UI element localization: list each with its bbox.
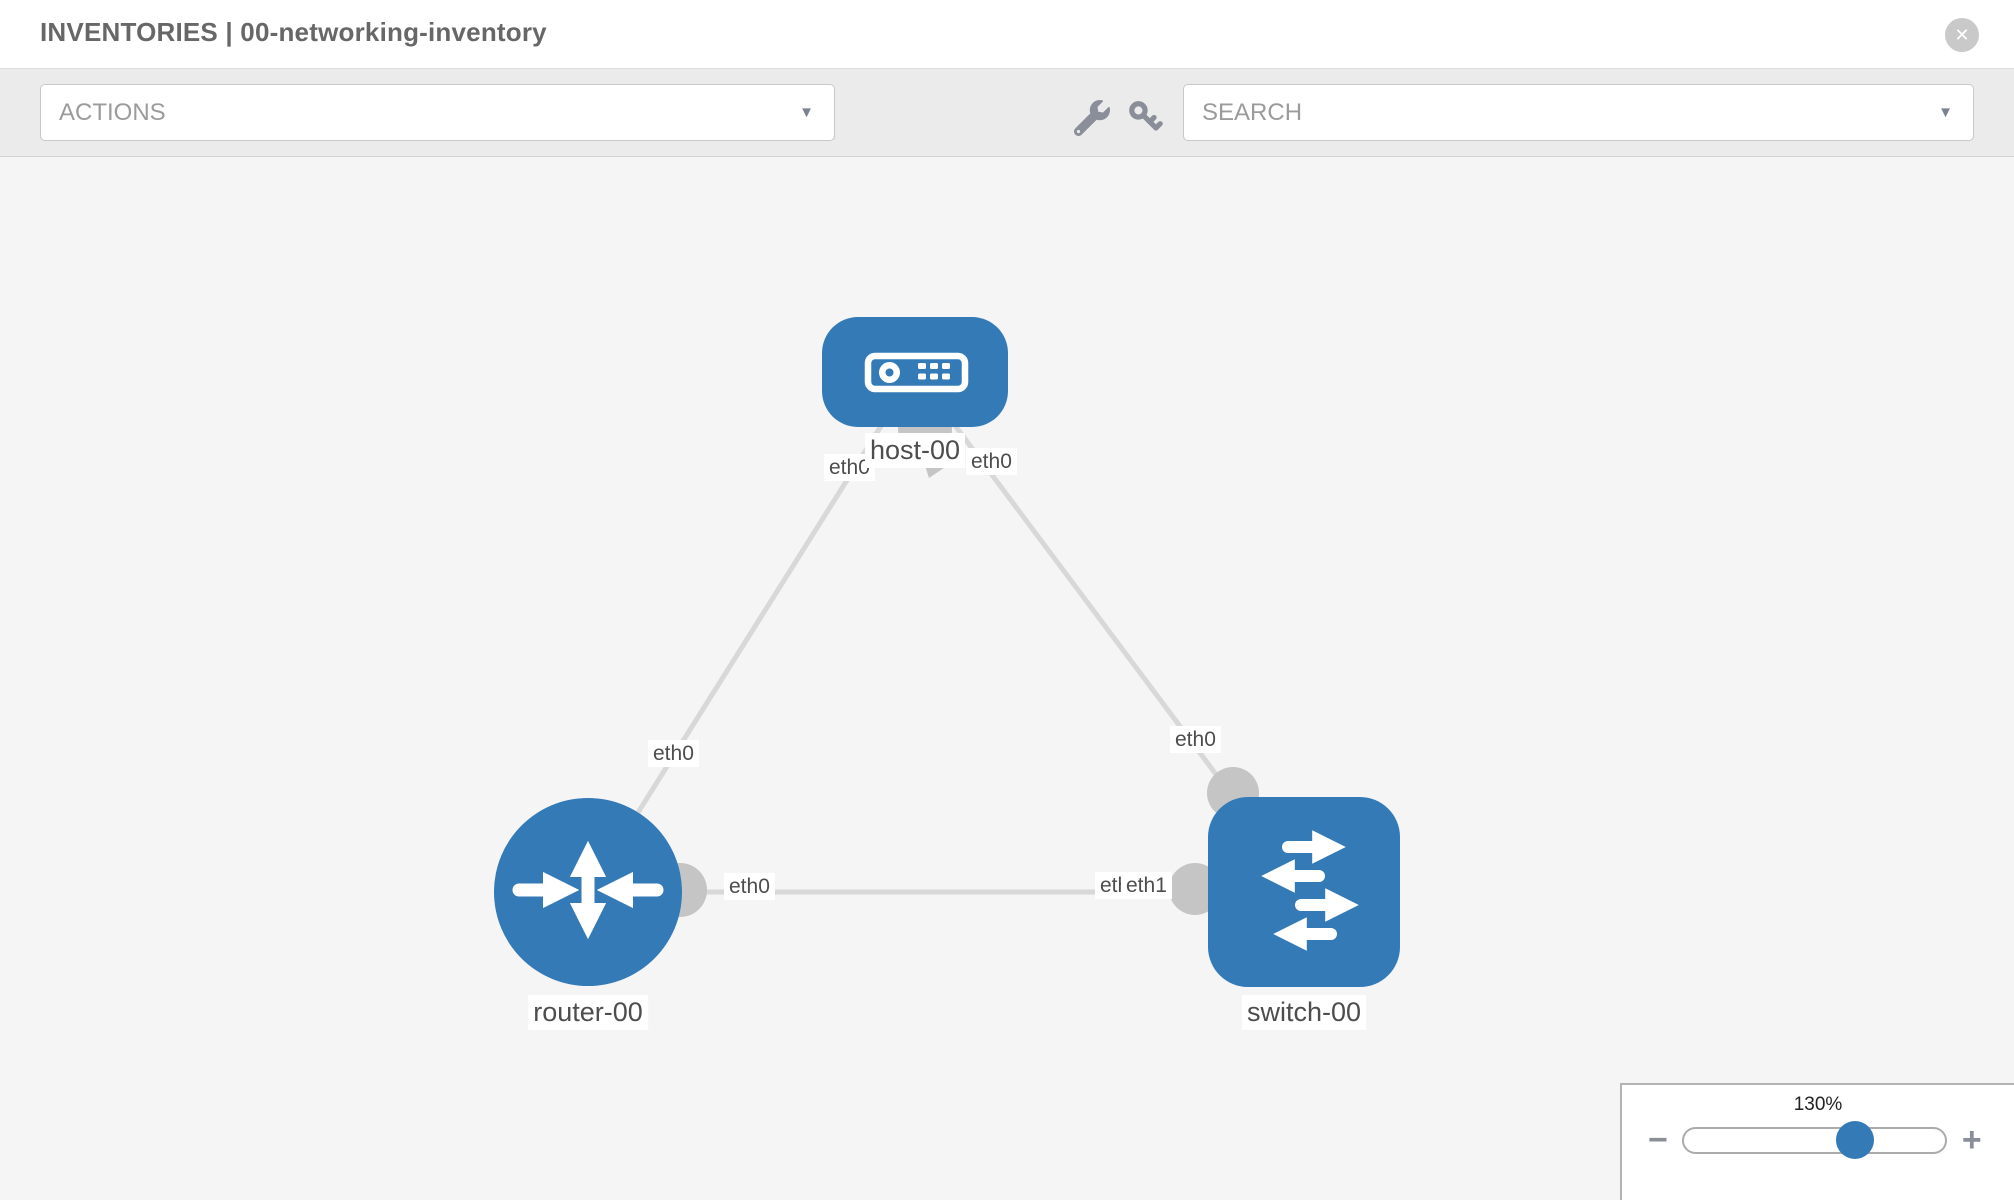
node-host-00[interactable] bbox=[822, 317, 1008, 427]
zoom-panel: 130% − + bbox=[1620, 1083, 2014, 1200]
zoom-level: 130% bbox=[1793, 1094, 1843, 1115]
zoom-slider-handle[interactable] bbox=[1835, 1120, 1874, 1159]
node-router-00[interactable] bbox=[494, 798, 682, 986]
wrench-icon[interactable] bbox=[1074, 100, 1110, 136]
interface-label-router-switch-switch-end-back: eth1 bbox=[1095, 872, 1124, 900]
switch-icon bbox=[1261, 830, 1359, 951]
zoom-in-button[interactable]: + bbox=[1961, 1121, 1982, 1159]
close-button[interactable]: ✕ bbox=[1945, 18, 1979, 52]
interface-label-host-switch-switch-end: eth0 bbox=[1170, 726, 1221, 754]
key-icon-shape bbox=[1129, 101, 1163, 131]
toolbar: ACTIONS ▼ SEARCH ▼ bbox=[0, 69, 2014, 157]
interface-label-router-switch-switch-end: eth1 bbox=[1121, 872, 1172, 900]
router-icon bbox=[512, 840, 664, 940]
close-icon: ✕ bbox=[1954, 25, 1970, 45]
wrench-icon-shape bbox=[1074, 100, 1110, 136]
switch-node-shape[interactable] bbox=[1208, 797, 1400, 987]
host-node-shape[interactable] bbox=[822, 317, 1008, 427]
interface-label-host-switch-host-end: eth0 bbox=[966, 448, 1017, 476]
zoom-out-button[interactable]: − bbox=[1648, 1121, 1668, 1159]
actions-dropdown[interactable]: ACTIONS ▼ bbox=[40, 84, 835, 141]
search-dropdown-label: SEARCH bbox=[1202, 99, 1303, 126]
node-label-router-00: router-00 bbox=[528, 995, 648, 1031]
node-label-switch-00: switch-00 bbox=[1241, 995, 1367, 1031]
actions-dropdown-label: ACTIONS bbox=[59, 99, 166, 126]
node-switch-00[interactable] bbox=[1208, 797, 1400, 987]
search-dropdown[interactable]: SEARCH ▼ bbox=[1183, 84, 1974, 141]
key-icon[interactable] bbox=[1128, 100, 1164, 136]
interface-label-host-router-router-end: eth0 bbox=[648, 740, 699, 768]
header-bar: INVENTORIES | 00-networking-inventory ✕ bbox=[0, 0, 2014, 69]
chevron-down-icon: ▼ bbox=[799, 104, 814, 121]
zoom-slider[interactable] bbox=[1681, 1120, 1947, 1159]
topology-canvas[interactable]: eth0 host-00 eth0 eth0 eth0 eth0 eth1 et… bbox=[0, 157, 2014, 1200]
node-label-host-00: host-00 bbox=[864, 433, 966, 469]
chevron-down-icon: ▼ bbox=[1938, 104, 1953, 121]
page-title: INVENTORIES | 00-networking-inventory bbox=[40, 17, 547, 47]
interface-label-router-switch-router-end: eth0 bbox=[724, 873, 775, 901]
host-icon bbox=[864, 352, 969, 393]
